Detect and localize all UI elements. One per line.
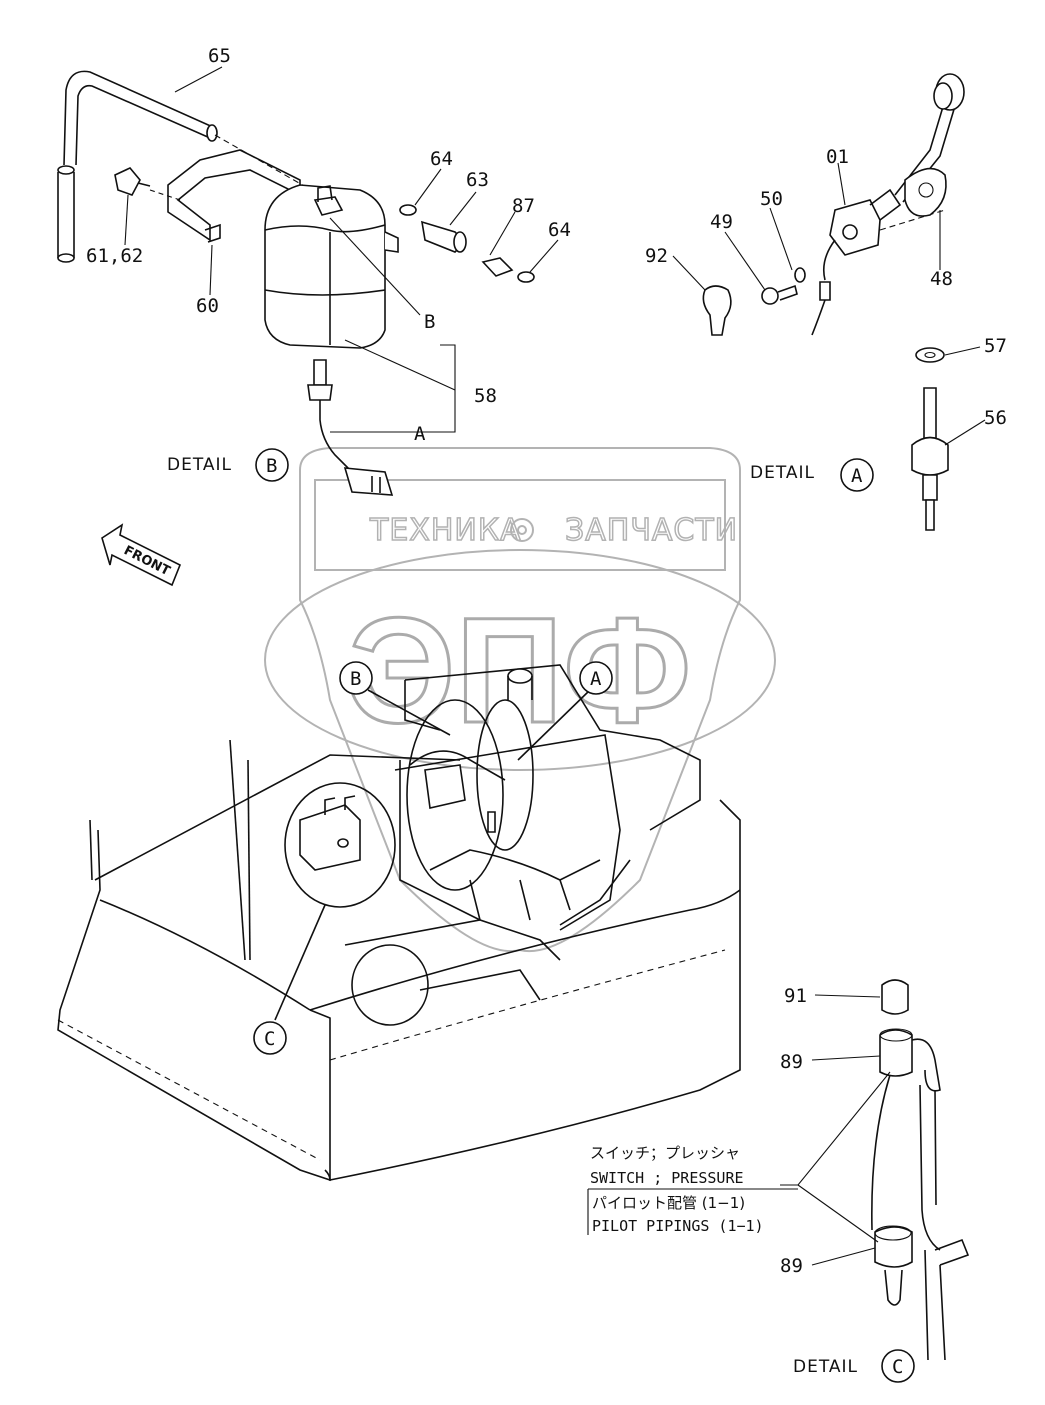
switch-56	[911, 387, 949, 531]
part-label-61-62: 61,62	[86, 245, 143, 267]
part-label-89-lower: 89	[780, 1255, 803, 1277]
part-label-a: A	[414, 423, 426, 445]
detail-circle-b-area	[406, 699, 506, 891]
level-switch	[307, 359, 394, 496]
hose-65	[57, 70, 321, 263]
detail-b-heading: DETAIL B	[167, 448, 289, 482]
detail-a-letter: A	[851, 465, 863, 487]
bracket-60	[167, 149, 301, 243]
part-label-64b: 64	[548, 219, 571, 241]
plate-48	[904, 167, 947, 217]
part-label-50: 50	[760, 188, 783, 210]
detail-c-word: DETAIL	[793, 1357, 858, 1377]
washer-50	[794, 267, 806, 283]
leader-c	[274, 904, 326, 1021]
lever-assembly-01	[811, 73, 965, 336]
callout-c-letter: C	[264, 1028, 275, 1050]
leader-b	[367, 689, 451, 736]
detail-a-word: DETAIL	[750, 463, 815, 483]
detail-b-letter: B	[266, 455, 277, 477]
part-label-48: 48	[930, 268, 953, 290]
part-label-58: 58	[474, 385, 497, 407]
part-label-57: 57	[984, 335, 1007, 357]
note-en-switch: SWITCH ; PRESSURE	[590, 1169, 744, 1187]
hose-87	[481, 257, 514, 277]
detail-c-heading: DETAIL C	[793, 1349, 915, 1383]
clamp-64-left	[399, 204, 417, 216]
part-label-64a: 64	[430, 148, 453, 170]
part-label-b: B	[424, 311, 435, 333]
reservoir-tank-58	[264, 184, 399, 349]
gear-icon	[510, 518, 534, 542]
cap-91	[881, 979, 909, 1015]
leader-lines	[124, 66, 986, 1266]
part-label-60: 60	[196, 295, 219, 317]
note-jp-pilot: パイロット配管 (1−1)	[592, 1194, 745, 1212]
note-en-pilot: PILOT PIPINGS (1−1)	[592, 1217, 764, 1235]
front-arrow: FRONT	[101, 523, 182, 587]
callout-b: B	[339, 661, 373, 695]
part-label-01: 01	[826, 146, 849, 168]
watermark: ТЕХНИКА ЗАПЧАСТИ ЭПФ	[264, 447, 776, 953]
detail-circle-a-area	[476, 699, 534, 851]
screw-49	[761, 284, 798, 305]
bolt-61-62	[114, 167, 181, 201]
part-label-65: 65	[208, 45, 231, 67]
callout-a-letter: A	[590, 668, 602, 690]
part-label-89-upper: 89	[780, 1051, 803, 1073]
switch-89-lower	[874, 1225, 970, 1361]
leader-a	[517, 689, 591, 761]
callout-b-letter: B	[350, 668, 361, 690]
part-label-91: 91	[784, 985, 807, 1007]
part-label-92: 92	[645, 245, 668, 267]
detail-circle-c-area	[284, 782, 396, 908]
part-label-56: 56	[984, 407, 1007, 429]
detail-a-heading: DETAIL A	[750, 458, 874, 492]
detail-c-letter: C	[892, 1356, 903, 1378]
part-label-49: 49	[710, 211, 733, 233]
switch-pressure-note: スイッチ；プレッシャ SWITCH ; PRESSURE パイロット配管 (1−…	[587, 1144, 798, 1235]
machine-body	[57, 664, 741, 1182]
part-label-63: 63	[466, 169, 489, 191]
knob-92	[702, 285, 732, 336]
note-jp-switch: スイッチ；プレッシャ	[590, 1144, 740, 1162]
washer-57	[915, 347, 945, 363]
watermark-left-word: ТЕХНИКА	[369, 513, 522, 548]
callout-a: A	[579, 661, 613, 695]
callout-c: C	[253, 1021, 287, 1055]
detail-b-word: DETAIL	[167, 455, 232, 475]
clamp-64-right	[517, 271, 535, 283]
connector-63	[420, 220, 467, 253]
part-label-87: 87	[512, 195, 535, 217]
switch-89-upper	[871, 1028, 941, 1251]
watermark-right-word: ЗАПЧАСТИ	[565, 513, 738, 548]
